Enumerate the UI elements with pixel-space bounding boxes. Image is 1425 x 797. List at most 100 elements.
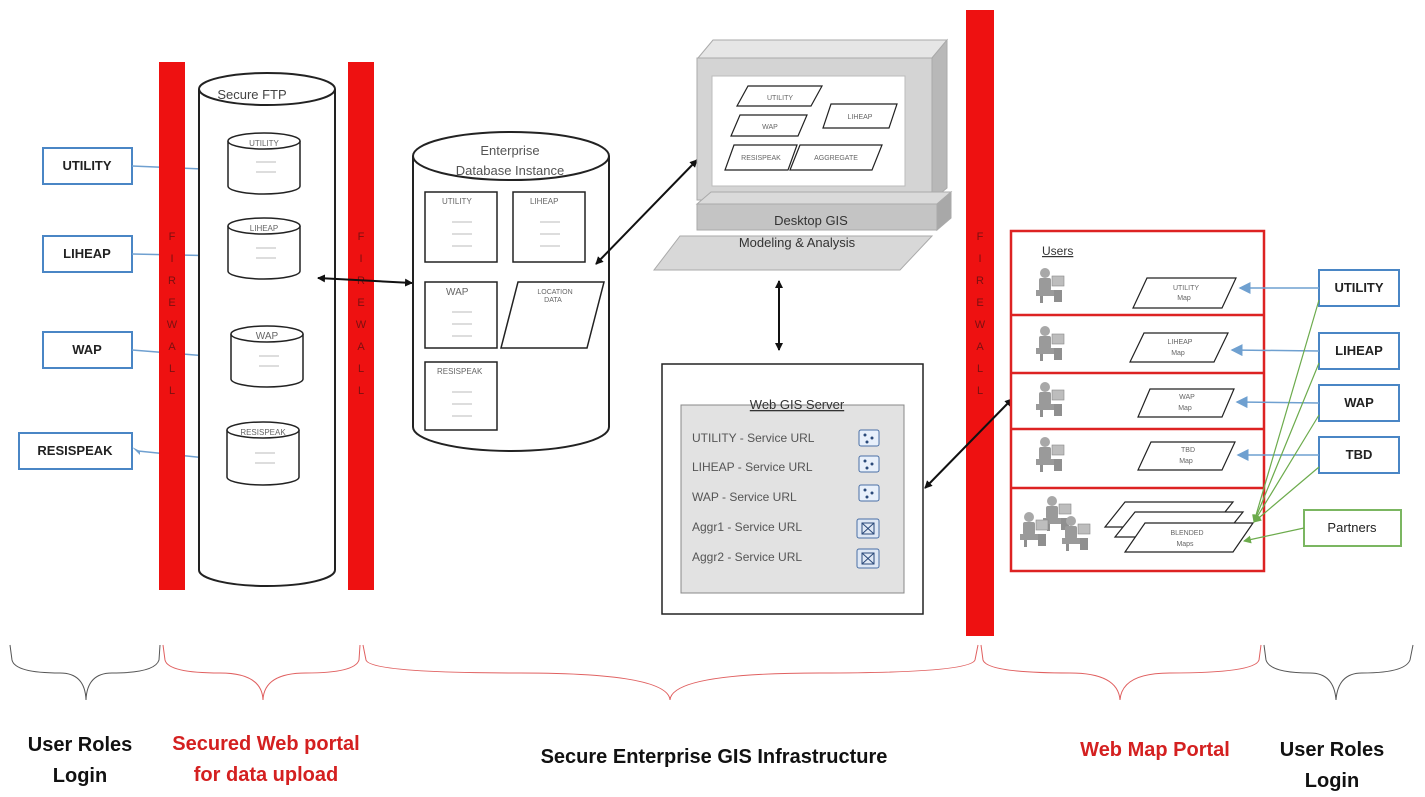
right-role-utility-label: UTILITY [1334,280,1383,295]
db-desktop-arrow [595,159,698,265]
ftp-item-liheap: LIHEAP [227,217,301,280]
ftp-item-resispeak-label: RESISPEAK [240,428,286,437]
svg-text:Map: Map [1177,295,1191,302]
db-table-utility: UTILITY [424,191,498,263]
svg-text:TBD: TBD [1181,447,1195,454]
screen-item-liheap: LIHEAP [822,103,898,129]
right-role-tbd: TBD [1318,436,1400,474]
brace-user-roles-left [9,644,161,701]
desktop-gis-label-line1: Desktop GIS [774,213,848,228]
service-liheap: LIHEAP - Service URL [692,460,813,474]
left-role-liheap: LIHEAP [42,235,133,273]
brace-enterprise [362,644,979,701]
user-roles-left-line2: Login [53,765,107,787]
db-location-data: LOCATION DATA [500,281,605,349]
brace-web-map-portal [980,644,1262,701]
right-role-wap: WAP [1318,384,1400,422]
svg-text:R: R [168,275,176,287]
screen-item-resispeak: RESISPEAK [724,144,798,171]
svg-text:A: A [976,341,984,353]
user-roles-left-line1: User Roles [28,734,133,756]
svg-text:E: E [357,297,364,309]
secured-portal-line1: Secured Web portal [172,733,359,755]
left-role-resispeak-label: RESISPEAK [37,443,113,458]
screen-item-aggregate: AGGREGATE [789,144,883,171]
left-role-liheap-label: LIHEAP [63,246,111,261]
database-title-line1: Enterprise [480,143,539,158]
map-service-icon [856,548,880,569]
db-table-liheap: LIHEAP [512,191,586,263]
svg-text:WAP: WAP [762,124,778,131]
web-map-portal-label: Web Map Portal [1080,739,1230,761]
db-location-label-line2: DATA [544,297,562,304]
right-role-wap-label: WAP [1344,395,1374,410]
ftp-item-resispeak: RESISPEAK [226,421,300,486]
svg-text:L: L [358,385,364,397]
svg-text:R: R [976,275,984,287]
svg-text:I: I [978,253,981,265]
portal-map-utility: UTILITY Map [1132,277,1237,309]
svg-text:LIHEAP: LIHEAP [848,114,873,121]
web-gis-server: Web GIS Server UTILITY - Service URL LIH… [661,363,924,615]
db-table-utility-label: UTILITY [442,197,472,206]
ftp-db-arrow [317,274,413,287]
left-role-utility: UTILITY [42,147,133,185]
desktop-gis-label-line2: Modeling & Analysis [739,235,856,250]
ftp-item-liheap-label: LIHEAP [250,224,278,233]
svg-text:BLENDED: BLENDED [1170,530,1203,537]
ftp-item-utility-label: UTILITY [249,139,279,148]
svg-text:E: E [168,297,175,309]
svg-text:F: F [169,231,176,243]
svg-text:W: W [356,319,367,331]
svg-text:LIHEAP: LIHEAP [1168,339,1193,346]
firewall-right: F I R E W A L L [966,10,994,636]
portal-map-blended: BLENDED Maps [1103,501,1255,553]
service-wap: WAP - Service URL [692,490,797,504]
brace-secured-portal [162,644,361,701]
svg-text:W: W [975,319,986,331]
brace-user-roles-right [1263,644,1414,701]
map-service-icon [856,518,880,539]
point-layer-icon [858,455,880,473]
svg-text:WAP: WAP [1179,394,1195,401]
svg-text:UTILITY: UTILITY [767,95,793,102]
point-layer-icon [858,484,880,502]
svg-text:Map: Map [1171,350,1185,357]
webgis-portal-arrow [924,398,1013,489]
svg-text:I: I [359,253,362,265]
point-layer-icon [858,429,880,447]
db-table-wap: WAP [424,281,498,349]
enterprise-label: Secure Enterprise GIS Infrastructure [541,746,888,768]
svg-text:RESISPEAK: RESISPEAK [741,155,781,162]
ftp-item-wap: WAP [230,325,304,388]
web-gis-title: Web GIS Server [750,397,845,412]
svg-text:W: W [167,319,178,331]
secure-ftp-title: Secure FTP [217,87,286,102]
svg-text:A: A [168,341,176,353]
left-role-wap: WAP [42,331,133,369]
svg-text:Map: Map [1179,458,1193,465]
portal-map-wap: WAP Map [1137,388,1235,418]
svg-text:L: L [169,385,175,397]
screen-item-wap: WAP [730,114,808,137]
svg-text:Map: Map [1178,405,1192,412]
svg-text:L: L [977,363,983,375]
db-location-label-line1: LOCATION [537,289,572,296]
firewall-middle: F I R E W A L L [348,62,374,590]
svg-text:L: L [358,363,364,375]
service-aggr2: Aggr2 - Service URL [692,550,802,564]
db-table-liheap-label: LIHEAP [530,197,558,206]
db-table-resispeak-label: RESISPEAK [437,367,483,376]
partners-label: Partners [1327,520,1377,535]
blended-access-arrows [1243,299,1320,544]
screen-item-utility: UTILITY [735,85,824,107]
ftp-item-wap-label: WAP [256,331,279,342]
svg-text:I: I [170,253,173,265]
secured-portal-line2: for data upload [194,764,338,786]
database-title-line2: Database Instance [456,163,564,178]
svg-text:L: L [977,385,983,397]
portal-map-liheap: LIHEAP Map [1129,332,1229,363]
firewall-left: F I R E W A L L [159,62,185,590]
svg-text:F: F [358,231,365,243]
